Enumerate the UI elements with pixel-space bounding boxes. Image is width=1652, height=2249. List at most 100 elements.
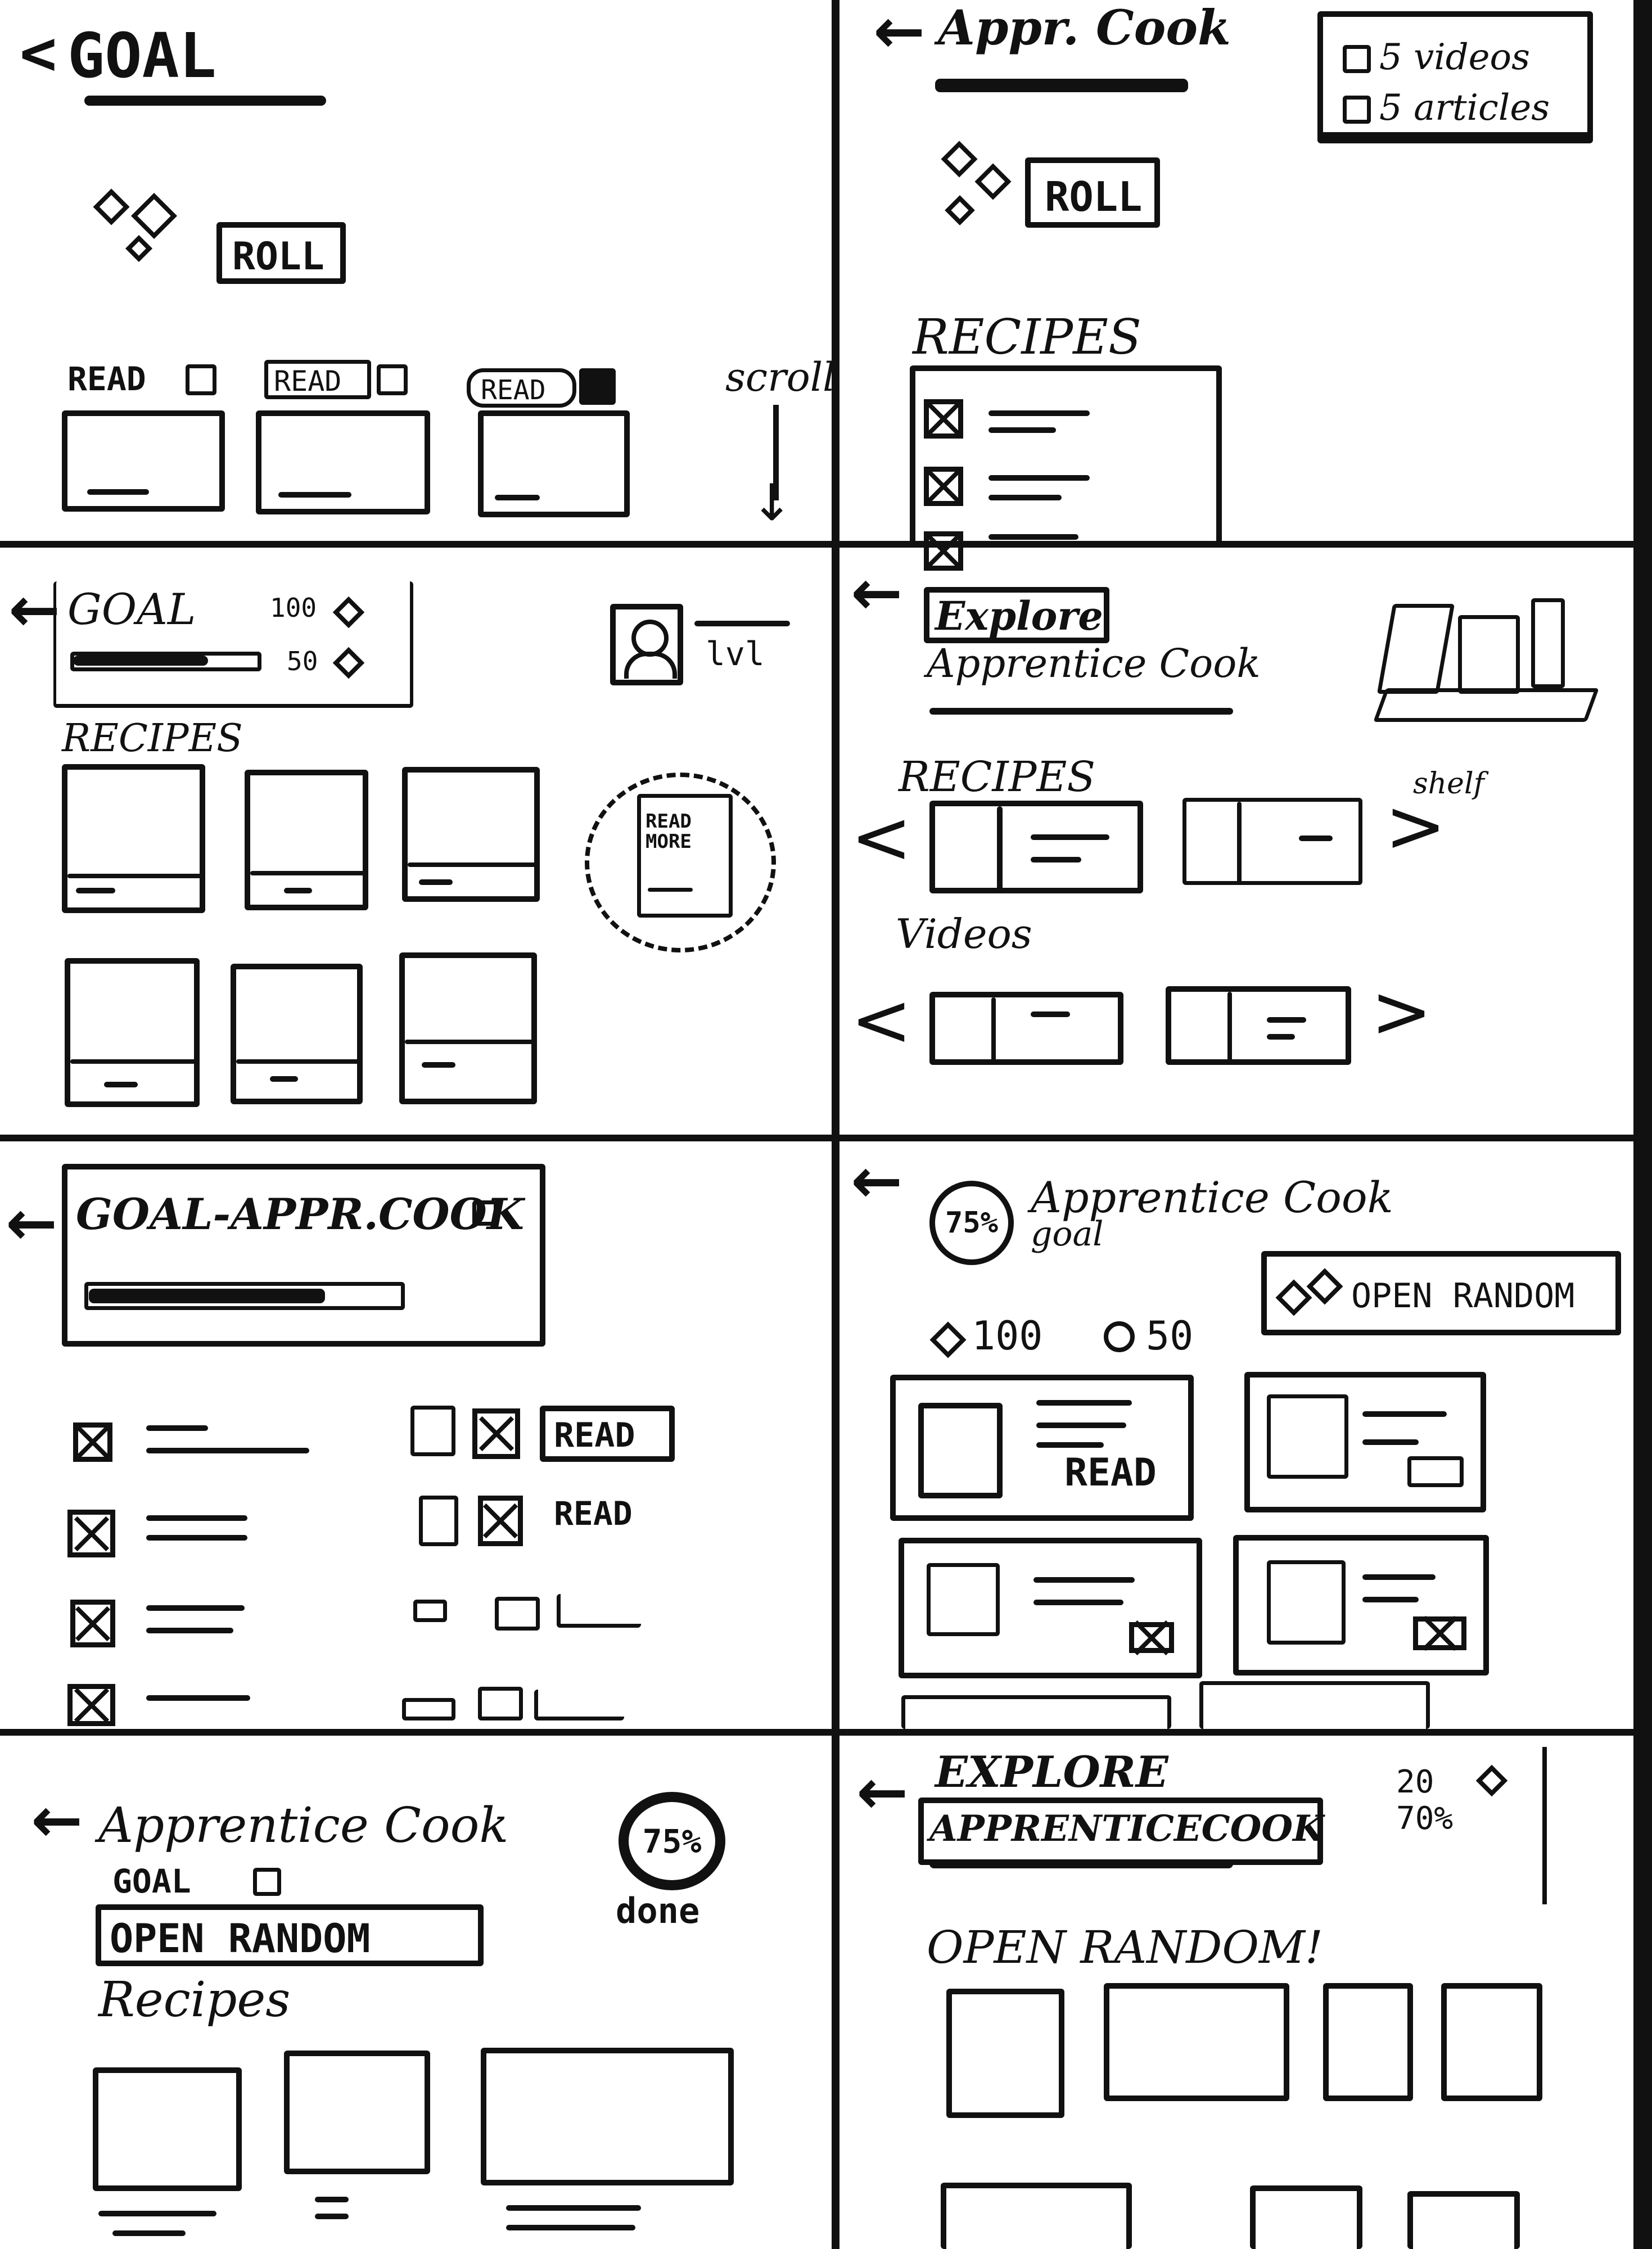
read-label[interactable]: READ	[554, 1494, 633, 1533]
back-button[interactable]: ←	[851, 1145, 903, 1217]
recipe-card[interactable]	[245, 770, 368, 910]
recipe-carousel-card[interactable]	[1182, 798, 1362, 885]
read-button-placeholder[interactable]	[557, 1594, 641, 1628]
back-button[interactable]: ←	[8, 573, 61, 645]
content-card-partial[interactable]	[1199, 1681, 1430, 1729]
content-card[interactable]	[1244, 1372, 1486, 1512]
roll-button[interactable]: ROLL	[1025, 157, 1160, 228]
like-button[interactable]	[419, 1496, 458, 1546]
recipe-card[interactable]	[65, 958, 200, 1107]
back-button[interactable]: ←	[31, 1784, 83, 1856]
dismiss-button[interactable]	[478, 1496, 523, 1546]
content-card[interactable]: READ	[890, 1375, 1194, 1521]
next-arrow[interactable]: >	[1385, 783, 1446, 869]
shelf-sketch	[1362, 581, 1604, 767]
card-line	[1036, 1400, 1132, 1406]
horizontal-divider-2	[0, 1135, 1652, 1141]
card-thumbnail[interactable]	[62, 410, 225, 512]
scroll-indicator[interactable]	[1542, 1747, 1547, 1904]
card-thumbnail[interactable]	[478, 410, 630, 517]
dismiss-button[interactable]	[472, 1408, 520, 1459]
recipe-card[interactable]	[62, 764, 205, 913]
read-tag[interactable]: READ	[264, 360, 371, 399]
breadcrumb-explore[interactable]: EXPLORE	[935, 1747, 1168, 1797]
open-random-button[interactable]: OPEN RANDOM	[96, 1904, 484, 1966]
content-tile-partial[interactable]	[1250, 2185, 1362, 2249]
read-label[interactable]: READ	[1064, 1451, 1157, 1495]
back-button[interactable]: ←	[873, 0, 926, 67]
dismiss-button[interactable]	[1129, 1622, 1174, 1653]
diamond-icon	[1475, 1764, 1508, 1797]
points-stat: 100	[270, 593, 317, 623]
recipe-carousel-card[interactable]	[929, 801, 1143, 893]
open-random-button[interactable]: OPEN RANDOM	[1261, 1251, 1621, 1335]
read-checkbox[interactable]	[377, 364, 408, 395]
filter-videos-checkbox[interactable]	[1343, 45, 1371, 73]
like-button-placeholder[interactable]	[413, 1600, 447, 1622]
filter-articles-checkbox[interactable]	[1343, 96, 1371, 124]
next-arrow[interactable]: >	[1371, 969, 1432, 1054]
back-button[interactable]: ←	[856, 1756, 909, 1828]
task-checkbox[interactable]	[67, 1510, 115, 1557]
content-tile-partial[interactable]	[1407, 2191, 1520, 2249]
recipe-checkbox[interactable]	[924, 467, 963, 506]
back-button[interactable]: ←	[851, 557, 903, 629]
recipe-card[interactable]	[284, 2051, 430, 2174]
roll-button[interactable]: ROLL	[216, 222, 346, 284]
content-tile[interactable]	[1104, 1983, 1289, 2101]
dismiss-button-placeholder[interactable]	[478, 1687, 523, 1720]
card-line	[1362, 1574, 1436, 1580]
task-checkbox[interactable]	[70, 1600, 115, 1647]
card-thumbnail	[918, 1403, 1003, 1498]
open-random-button[interactable]: OPEN RANDOM!	[927, 1921, 1324, 1973]
read-label: READ	[554, 1416, 635, 1455]
recipe-card[interactable]	[399, 952, 537, 1104]
prev-arrow[interactable]: <	[851, 794, 912, 880]
read-button[interactable]: READ	[540, 1406, 675, 1462]
task-checkbox[interactable]	[73, 1422, 112, 1462]
read-button-placeholder[interactable]	[534, 1690, 624, 1720]
video-carousel-card[interactable]	[929, 992, 1123, 1065]
content-tile[interactable]	[946, 1989, 1064, 2118]
section-title: RECIPES	[913, 309, 1141, 365]
breadcrumb-explore[interactable]: Explore	[924, 587, 1109, 643]
content-tile-partial[interactable]	[941, 2183, 1132, 2249]
read-more-popover[interactable]: READ MORE	[585, 773, 776, 952]
dismiss-button-placeholder[interactable]	[495, 1597, 540, 1631]
right-edge	[1633, 0, 1652, 2249]
info-icon[interactable]	[253, 1868, 281, 1896]
back-button[interactable]: ←	[6, 1187, 58, 1259]
dismiss-button[interactable]	[1413, 1616, 1466, 1650]
filter-articles-label: 5 articles	[1379, 87, 1550, 129]
read-checkbox[interactable]	[579, 368, 616, 405]
card-line	[1362, 1411, 1447, 1417]
shelf-book	[1458, 615, 1520, 694]
page-title: Appr. Cook	[938, 0, 1231, 56]
progress-percent: 75%	[945, 1206, 998, 1240]
like-button[interactable]	[410, 1406, 455, 1456]
back-button[interactable]: <	[20, 17, 57, 89]
panel-appr-cook: ← Appr. Cook 5 videos 5 articles ROLL RE…	[839, 0, 1633, 571]
info-icon[interactable]	[472, 1200, 498, 1226]
task-checkbox[interactable]	[67, 1684, 115, 1726]
recipe-checkbox[interactable]	[924, 531, 963, 571]
read-checkbox[interactable]	[186, 364, 216, 395]
recipe-checkbox[interactable]	[924, 399, 963, 439]
content-tile[interactable]	[1441, 1983, 1542, 2101]
recipe-card[interactable]	[402, 767, 540, 902]
recipe-card[interactable]	[231, 964, 363, 1104]
content-card[interactable]	[899, 1538, 1202, 1678]
like-button-placeholder[interactable]	[402, 1698, 455, 1720]
recipe-card[interactable]	[481, 2048, 734, 2185]
timer-icon	[1104, 1321, 1135, 1352]
content-card[interactable]	[1233, 1535, 1489, 1676]
prev-arrow[interactable]: <	[851, 977, 912, 1063]
card-thumbnail[interactable]	[256, 410, 430, 514]
profile-avatar[interactable]	[610, 604, 683, 685]
read-tag[interactable]: READ	[467, 368, 576, 408]
video-carousel-card[interactable]	[1166, 986, 1351, 1065]
recipe-card[interactable]	[93, 2067, 242, 2191]
content-card-partial[interactable]	[901, 1695, 1171, 1729]
card-line	[1031, 1011, 1070, 1017]
content-tile[interactable]	[1323, 1983, 1413, 2101]
